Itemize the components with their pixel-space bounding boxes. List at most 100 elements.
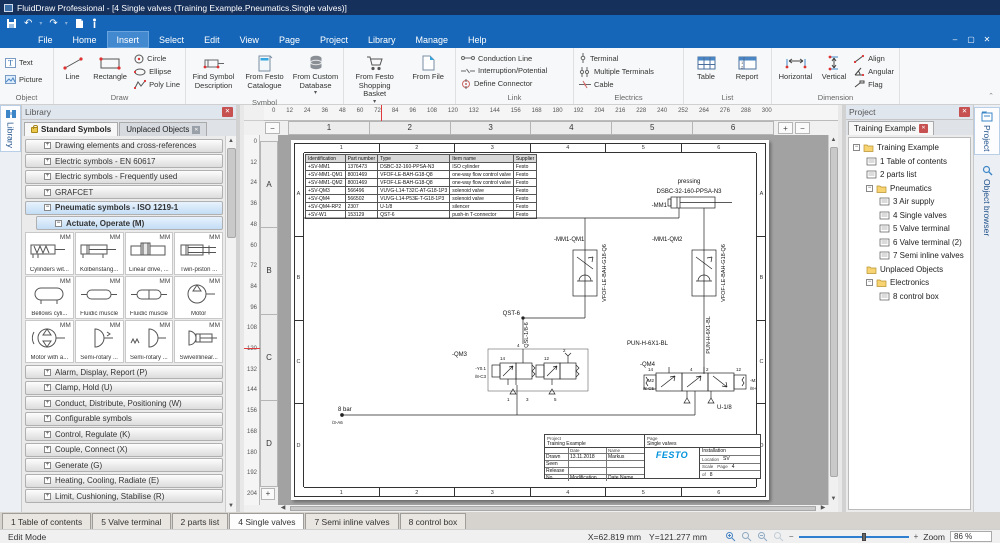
page-tab-control-box[interactable]: 8 control box [399,513,467,529]
menu-file[interactable]: File [38,34,53,45]
menu-edit[interactable]: Edit [204,34,220,45]
redo-dropdown-icon[interactable]: ▾ [64,20,68,27]
menu-select[interactable]: Select [159,34,185,45]
menu-library[interactable]: Library [367,34,396,45]
zoom-fit-icon[interactable] [741,531,752,542]
tree-item-clamp-hold[interactable]: Clamp, Hold (U) [25,380,223,395]
expand-icon[interactable] [44,446,51,453]
collapse-icon[interactable] [55,219,62,227]
tree-item-valve-terminal-page[interactable]: 5 Valve terminal [853,222,970,236]
collapse-icon[interactable] [853,144,860,152]
ellipse-button[interactable]: Ellipse [132,67,182,76]
expand-icon[interactable] [44,157,51,165]
cable-button[interactable]: Cable [577,80,680,89]
flag-dim-button[interactable]: Flag [852,80,896,89]
project-close-icon[interactable] [959,107,970,117]
terminal-button[interactable]: Terminal [577,53,680,64]
tree-item-limit-cushioning[interactable]: Limit, Cushioning, Stabilise (R) [25,489,223,503]
expand-icon[interactable] [44,399,51,407]
tree-item-valve-terminal2-page[interactable]: 6 Valve terminal (2) [853,236,970,250]
tree-item-actuate-operate[interactable]: Actuate, Operate (M) [36,216,223,230]
tree-item-drawing-elements[interactable]: Drawing elements and cross-references [25,138,223,153]
tree-item-parts-list-page[interactable]: 2 parts list [853,168,970,182]
flow-valve-qm2[interactable] [691,249,717,297]
add-row-button[interactable] [261,488,275,500]
vertical-dim-button[interactable]: Vertical [818,50,850,92]
custom-database-button[interactable]: From Custom Database [291,50,340,97]
expand-icon[interactable] [44,430,51,438]
close-icon[interactable] [980,35,994,44]
menu-view[interactable]: View [239,34,259,45]
page-tab-toc[interactable]: 1 Table of contents [2,513,92,529]
from-file-button[interactable]: From File [404,50,452,106]
tree-item-air-supply-page[interactable]: 3 Air supply [853,195,970,209]
expand-icon[interactable] [44,368,51,376]
zoom-selection-icon[interactable] [773,531,784,542]
project-side-tab[interactable]: Project [974,107,1000,156]
shopping-basket-button[interactable]: From Festo Shopping Basket [347,50,402,106]
tab-close-icon[interactable] [192,125,201,134]
rectangle-button[interactable]: Rectangle [90,50,130,92]
tree-item-grafcet[interactable]: GRAFCET [25,185,223,199]
menu-home[interactable]: Home [72,34,97,45]
expand-icon[interactable] [44,384,51,391]
scroll-down-icon[interactable] [829,494,838,505]
polyline-button[interactable]: Poly Line [132,79,182,89]
cylinder-symbol[interactable] [667,196,732,209]
page-tab-valve-terminal[interactable]: 5 Valve terminal [92,513,171,529]
scroll-right-icon[interactable] [818,505,828,511]
page-tab-semi-inline[interactable]: 7 Semi inline valves [305,513,399,529]
tree-item-couple-connect[interactable]: Couple, Connect (X) [25,442,223,457]
line-button[interactable]: Line [57,50,88,92]
zoom-slider-handle[interactable] [862,532,867,541]
expand-icon[interactable] [44,492,51,500]
canvas-vertical-scrollbar[interactable] [828,135,838,505]
tree-item-conduct-distribute[interactable]: Conduct, Distribute, Positioning (W) [25,396,223,410]
library-scrollbar[interactable] [225,136,236,512]
minimize-icon[interactable] [948,35,962,44]
align-dim-button[interactable]: Align [852,54,896,63]
tree-item-generate[interactable]: Generate (G) [25,458,223,472]
tree-item-pneumatics-folder[interactable]: Pneumatics [853,182,970,196]
valve-qm4[interactable] [643,367,747,404]
page-tab-single-valves[interactable]: 4 Single valves [229,513,305,529]
menu-insert[interactable]: Insert [106,31,150,48]
flow-valve-qm1[interactable] [572,249,598,297]
collapse-ribbon-icon[interactable] [988,92,994,100]
remove-column-button-2[interactable] [795,122,810,134]
tree-item-alarm-display[interactable]: Alarm, Display, Report (P) [25,365,223,379]
collapse-icon[interactable] [866,184,873,192]
tree-item-electric-en60617[interactable]: Electric symbols - EN 60617 [25,154,223,168]
menu-help[interactable]: Help [468,34,487,45]
valve-qm3[interactable]: ​ [487,348,589,396]
restore-icon[interactable] [964,35,978,44]
tree-item-electronics-folder[interactable]: Electronics [853,276,970,290]
tree-item-single-valves-page[interactable]: 4 Single valves [853,209,970,223]
zoom-slider-plus[interactable]: + [913,532,919,541]
collapse-icon[interactable] [44,204,51,211]
menu-manage[interactable]: Manage [415,34,449,45]
expand-icon[interactable] [44,461,51,469]
add-column-button[interactable] [778,122,793,134]
scrollbar-thumb[interactable] [227,148,236,238]
library-close-icon[interactable] [222,107,233,117]
scrollbar-thumb[interactable] [829,147,838,477]
expand-icon[interactable] [44,477,51,484]
tree-item-toc-page[interactable]: 1 Table of contents [853,155,970,169]
page-tab-parts-list[interactable]: 2 parts list [171,513,229,529]
tab-standard-symbols[interactable]: Standard Symbols [24,122,119,136]
